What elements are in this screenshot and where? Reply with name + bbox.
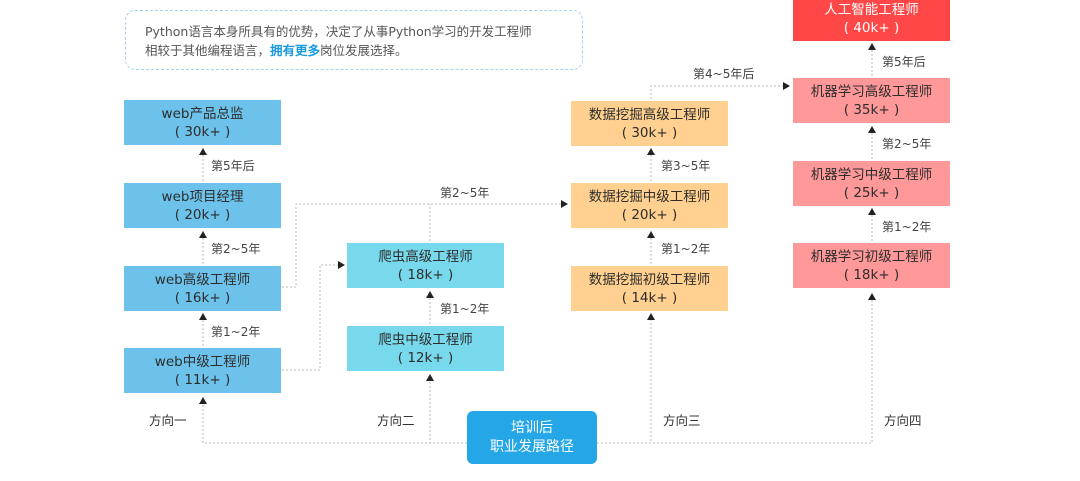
line-center-to-ml xyxy=(597,293,873,444)
step-label: 第5年后 xyxy=(211,159,255,173)
step-label: 第1~2年 xyxy=(211,325,261,339)
arrow-right-icon xyxy=(561,200,568,208)
center-line-1: 培训后 xyxy=(511,419,553,436)
node-title: web中级工程师 xyxy=(154,353,251,370)
node-salary: ( 18k+ ) xyxy=(843,266,900,283)
node-mining-mid: 数据挖掘中级工程师 ( 20k+ ) xyxy=(571,183,728,228)
step-label: 第1~2年 xyxy=(661,242,711,256)
intro-note: Python语言本身所具有的优势，决定了从事Python学习的开发工程师 相较于… xyxy=(125,10,583,70)
node-title: web项目经理 xyxy=(161,188,244,205)
step-label: 第2~5年 xyxy=(211,242,261,256)
line-center-to-web xyxy=(202,397,467,444)
node-web-senior: web高级工程师 ( 16k+ ) xyxy=(124,266,281,311)
node-salary: ( 20k+ ) xyxy=(621,206,678,223)
center-line-2: 职业发展路径 xyxy=(490,438,574,455)
intro-line-2: 相较于其他编程语言，拥有更多岗位发展选择。 xyxy=(145,41,582,60)
arrow-up-icon xyxy=(426,291,434,298)
node-title: 数据挖掘高级工程师 xyxy=(588,106,711,123)
arrow-up-icon xyxy=(199,313,207,320)
career-path-button[interactable]: 培训后 职业发展路径 xyxy=(467,411,597,464)
line-center-to-spider xyxy=(429,374,467,444)
node-web-mid: web中级工程师 ( 11k+ ) xyxy=(124,348,281,393)
node-spider-senior: 爬虫高级工程师 ( 18k+ ) xyxy=(347,243,504,288)
step-label: 第1~2年 xyxy=(882,220,932,234)
node-title: 机器学习初级工程师 xyxy=(810,248,933,265)
line-center-to-mining xyxy=(597,313,652,444)
node-salary: ( 18k+ ) xyxy=(397,266,454,283)
node-salary: ( 14k+ ) xyxy=(621,289,678,306)
node-salary: ( 25k+ ) xyxy=(843,184,900,201)
arrow-up-icon xyxy=(868,208,876,215)
node-mining-junior: 数据挖掘初级工程师 ( 14k+ ) xyxy=(571,266,728,311)
arrow-up-icon xyxy=(868,43,876,50)
arrow-up-icon xyxy=(199,148,207,155)
arrow-up-icon xyxy=(868,293,876,300)
node-ml-mid: 机器学习中级工程师 ( 25k+ ) xyxy=(793,161,950,206)
arrow-up-icon xyxy=(199,397,207,404)
step-label: 第3~5年 xyxy=(661,159,711,173)
direction-label-1: 方向一 xyxy=(149,413,187,428)
arrow-up-icon xyxy=(647,148,655,155)
node-title: 爬虫高级工程师 xyxy=(378,248,473,265)
step-label: 第4~5年后 xyxy=(693,67,755,81)
node-title: 数据挖掘初级工程师 xyxy=(588,271,711,288)
arrow-right-icon xyxy=(338,261,345,269)
arrow-up-icon xyxy=(647,313,655,320)
node-title: 机器学习高级工程师 xyxy=(810,83,933,100)
step-label: 第5年后 xyxy=(882,55,926,69)
step-label: 第1~2年 xyxy=(440,302,490,316)
node-salary: ( 30k+ ) xyxy=(621,124,678,141)
node-web-pm: web项目经理 ( 20k+ ) xyxy=(124,183,281,228)
node-salary: ( 35k+ ) xyxy=(843,101,900,118)
node-salary: ( 20k+ ) xyxy=(174,206,231,223)
node-title: 人工智能工程师 xyxy=(824,1,919,18)
step-label: 第2~5年 xyxy=(882,137,932,151)
node-ml-senior: 机器学习高级工程师 ( 35k+ ) xyxy=(793,78,950,123)
node-title: 爬虫中级工程师 xyxy=(378,331,473,348)
node-salary: ( 11k+ ) xyxy=(174,371,231,388)
line-web-mid-to-spider xyxy=(282,264,340,371)
arrow-right-icon xyxy=(783,82,790,90)
node-spider-mid: 爬虫中级工程师 ( 12k+ ) xyxy=(347,326,504,371)
intro-line-1: Python语言本身所具有的优势，决定了从事Python学习的开发工程师 xyxy=(145,24,532,39)
node-title: web产品总监 xyxy=(161,105,244,122)
arrow-up-icon xyxy=(199,231,207,238)
node-web-director: web产品总监 ( 30k+ ) xyxy=(124,100,281,145)
node-salary: ( 12k+ ) xyxy=(397,349,454,366)
intro-highlight: 拥有更多 xyxy=(270,43,321,58)
node-mining-senior: 数据挖掘高级工程师 ( 30k+ ) xyxy=(571,101,728,146)
arrow-up-icon xyxy=(647,231,655,238)
node-salary: ( 16k+ ) xyxy=(174,289,231,306)
direction-label-4: 方向四 xyxy=(884,413,922,428)
node-salary: ( 30k+ ) xyxy=(174,123,231,140)
intro-line-2-prefix: 相较于其他编程语言， xyxy=(145,43,271,58)
node-salary: ( 40k+ ) xyxy=(843,19,900,36)
node-title: 机器学习中级工程师 xyxy=(810,166,933,183)
line-mining-to-ml xyxy=(650,85,785,99)
arrow-up-icon xyxy=(426,374,434,381)
node-title: 数据挖掘中级工程师 xyxy=(588,188,711,205)
node-title: web高级工程师 xyxy=(154,271,251,288)
node-ml-junior: 机器学习初级工程师 ( 18k+ ) xyxy=(793,243,950,288)
intro-line-2-suffix: 岗位发展选择。 xyxy=(320,43,408,58)
direction-label-3: 方向三 xyxy=(663,413,701,428)
arrow-up-icon xyxy=(868,126,876,133)
step-label: 第2~5年 xyxy=(440,186,490,200)
node-ai-engineer: 人工智能工程师 ( 40k+ ) xyxy=(793,0,950,41)
direction-label-2: 方向二 xyxy=(377,413,415,428)
